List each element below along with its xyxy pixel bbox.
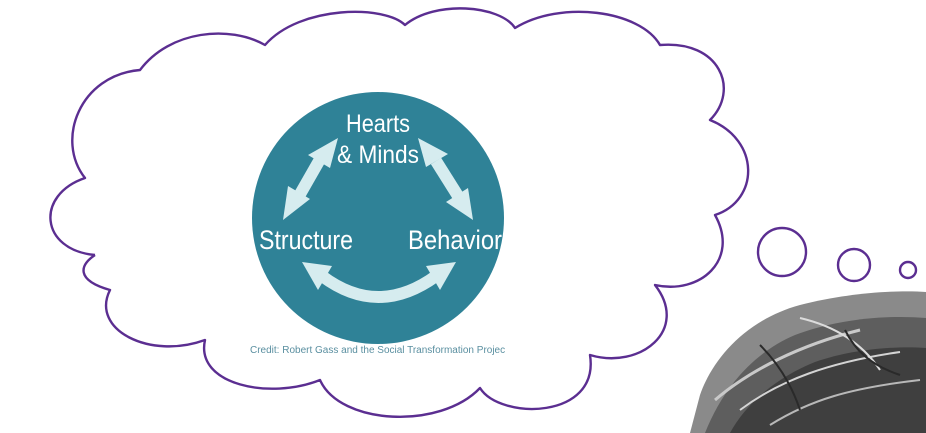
- thought-bubble-medium: [836, 247, 872, 283]
- arrow-hearts-behavior: [418, 138, 473, 220]
- thought-bubble-large: [756, 226, 808, 278]
- arrow-structure-behavior: [302, 262, 456, 303]
- thought-bubble-small: [898, 260, 918, 280]
- node-minds-label-line2: & Minds: [337, 141, 419, 169]
- node-behavior-label: Behavior: [408, 225, 502, 255]
- credit-caption: Credit: Robert Gass and the Social Trans…: [250, 345, 506, 356]
- arrow-structure-hearts: [283, 138, 338, 220]
- node-hearts-label-line1: Hearts: [346, 110, 410, 138]
- node-structure-label: Structure: [259, 225, 353, 255]
- sketched-head-image: [690, 291, 926, 433]
